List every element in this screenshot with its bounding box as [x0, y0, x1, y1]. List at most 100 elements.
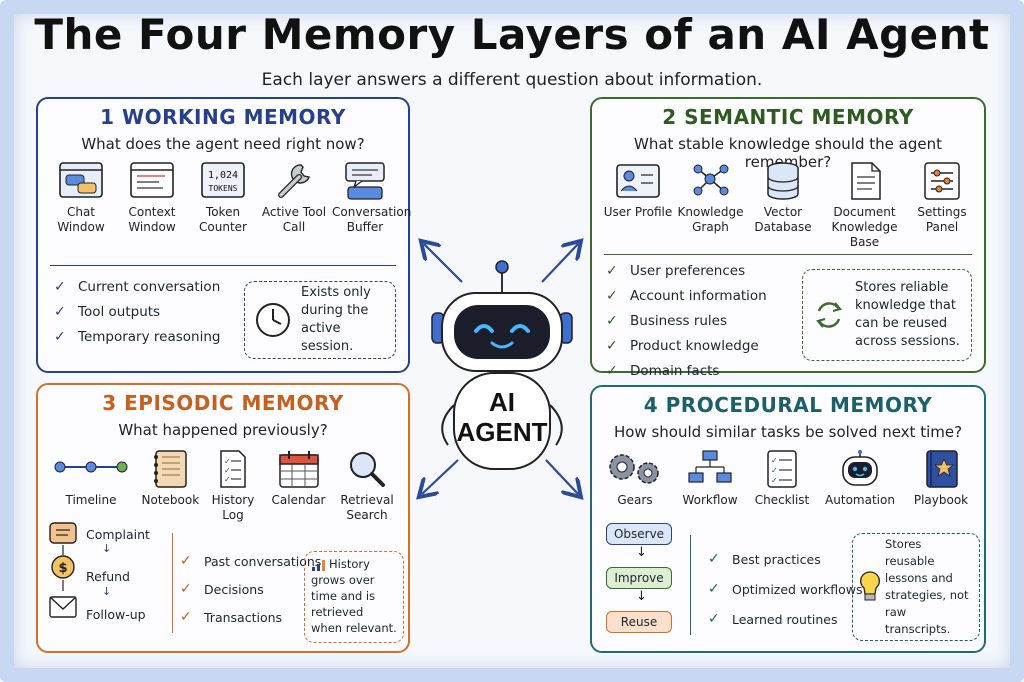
working-icon-item: 1,024 TOKENS Token Counter: [190, 161, 256, 235]
timeline-icon: [54, 461, 128, 473]
icon-label: User Profile: [603, 205, 673, 219]
flow-step-reuse: Reuse: [606, 611, 672, 633]
knowledge-graph-icon: [693, 164, 728, 196]
semantic-icon-item: Knowledge Graph: [675, 161, 747, 250]
lightbulb-icon: [860, 571, 880, 601]
procedural-note: Stores reusable lessons and strategies, …: [852, 533, 980, 641]
clock-icon: [256, 303, 290, 337]
procedural-divider: [690, 535, 691, 635]
svg-text:✓: ✓: [771, 476, 778, 485]
robot-label-agent: AGENT: [457, 417, 548, 447]
procedural-memory-panel: 4 PROCEDURAL MEMORY How should similar t…: [590, 385, 986, 653]
database-icon: [767, 162, 799, 200]
check-icon: ✓: [606, 363, 618, 379]
check-icon: ✓: [708, 611, 720, 627]
svg-text:$: $: [58, 561, 67, 576]
list-item: ✓Decisions: [180, 581, 264, 597]
icon-label: Token Counter: [199, 205, 247, 234]
episodic-memory-panel: 3 EPISODIC MEMORY What happened previous…: [36, 383, 410, 653]
chat-window-icon: [59, 162, 103, 198]
list-item: ✓Product knowledge: [606, 338, 759, 354]
check-icon: ✓: [180, 581, 192, 597]
dollar-coin-icon: [51, 555, 75, 579]
workflow-icon: [688, 450, 732, 483]
semantic-icon-item: User Profile: [602, 161, 674, 250]
semantic-question: What stable knowledge should the agent r…: [633, 135, 942, 171]
arrow-down-icon: ↓: [102, 542, 112, 555]
semantic-note-text: Stores reliable knowledge that can be re…: [855, 280, 960, 349]
semantic-icons: User Profile Knowledge Graph: [602, 161, 974, 250]
check-icon: ✓: [708, 581, 720, 597]
procedural-checklist: ✓Best practices ✓Optimized workflows ✓Le…: [708, 551, 862, 636]
icon-label: Settings Panel: [917, 205, 967, 234]
list-item: ✓User preferences: [606, 263, 746, 279]
semantic-divider: [604, 254, 972, 255]
icon-label: Context Window: [128, 205, 176, 234]
icon-label: Document Knowledge Base: [831, 205, 898, 249]
check-icon: ✓: [606, 263, 618, 279]
svg-text:✓: ✓: [224, 475, 231, 484]
check-icon: ✓: [606, 313, 618, 329]
automation-robot-icon: [842, 450, 878, 486]
check-icon: ✓: [54, 279, 66, 295]
gears-icon: [609, 454, 659, 484]
check-icon: ✓: [54, 329, 66, 345]
svg-text:✓: ✓: [224, 457, 231, 466]
arrow-down-icon: ↓: [636, 589, 647, 604]
episodic-icon-item: Retrieval Search: [336, 449, 398, 523]
svg-text:1,024: 1,024: [208, 170, 238, 181]
procedural-heading: 4 PROCEDURAL MEMORY: [643, 393, 933, 417]
icon-label: Knowledge Graph: [677, 205, 744, 234]
refresh-icon: [816, 302, 842, 328]
icon-label: History Log: [211, 493, 255, 522]
document-icon: [850, 162, 881, 200]
list-item: ✓Transactions: [180, 609, 283, 625]
working-heading: 1 WORKING MEMORY: [100, 105, 346, 129]
svg-text:✓: ✓: [224, 466, 231, 475]
notebook-icon: [153, 450, 187, 488]
semantic-icon-item: Vector Database: [747, 161, 819, 250]
calendar-icon: [278, 451, 319, 488]
semantic-heading: 2 SEMANTIC MEMORY: [662, 105, 914, 129]
episodic-flow-icons: $: [49, 522, 77, 618]
token-counter-icon: 1,024 TOKENS: [201, 162, 245, 198]
list-item: ✓Tool outputs: [54, 304, 161, 320]
list-item: ✓Current conversation: [54, 279, 221, 295]
icon-label: Vector Database: [754, 205, 812, 234]
list-item: ✓Domain facts: [606, 363, 720, 379]
episodic-icon-item: ✓ ✓ ✓ History Log: [205, 449, 261, 523]
procedural-question: How should similar tasks be solved next …: [613, 423, 963, 441]
episodic-checklist: ✓Past conversations ✓Decisions ✓Transact…: [180, 553, 321, 634]
settings-panel-icon: [924, 162, 960, 200]
robot-label-ai: AI: [489, 387, 515, 417]
flow-label: Refund: [86, 569, 130, 584]
list-item: ✓Past conversations: [180, 553, 322, 569]
episodic-note-text: History grows over time and is retrieved…: [311, 557, 397, 635]
working-icon-item: Conversation Buffer: [332, 161, 412, 235]
check-icon: ✓: [606, 288, 618, 304]
envelope-icon: [49, 596, 77, 618]
page-title: The Four Memory Layers of an AI Agent: [34, 10, 990, 59]
working-checklist: ✓Current conversation ✓Tool outputs ✓Tem…: [54, 279, 220, 354]
check-icon: ✓: [708, 551, 720, 567]
episodic-question: What happened previously?: [118, 421, 328, 439]
working-icon-item: Chat Window: [48, 161, 114, 235]
icon-label: Chat Window: [57, 205, 105, 234]
semantic-note: Stores reliable knowledge that can be re…: [802, 269, 972, 361]
flow-step-observe: Observe: [606, 523, 672, 545]
icon-label: Automation: [825, 493, 895, 507]
episodic-note: History grows over time and is retrieved…: [304, 551, 404, 643]
procedural-note-text: Stores reusable lessons and strategies, …: [885, 537, 969, 636]
check-icon: ✓: [606, 338, 618, 354]
semantic-icon-item: Settings Panel: [910, 161, 974, 250]
history-log-icon: ✓ ✓ ✓: [220, 450, 246, 488]
procedural-icon-item: Gears: [602, 449, 668, 508]
working-icon-item: Active Tool Call: [261, 161, 327, 235]
icon-label: Conversation Buffer: [332, 205, 412, 234]
icon-label: Timeline: [65, 493, 117, 507]
working-question: What does the agent need right now?: [81, 135, 365, 153]
flow-label: Complaint: [86, 527, 150, 542]
check-icon: ✓: [54, 304, 66, 320]
icon-label: Workflow: [682, 493, 738, 507]
